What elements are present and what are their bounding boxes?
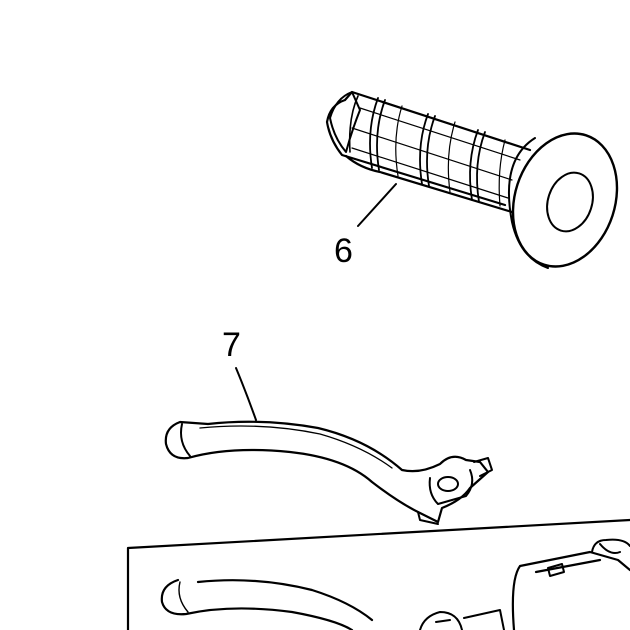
grip-nose-cap: [329, 91, 361, 153]
inset-pivot-bolt: [419, 611, 463, 630]
callout-7-leader: [235, 367, 257, 421]
grip-flange: [511, 132, 619, 268]
grip-nose-ring: [348, 95, 359, 153]
brake-lever: 7: [164, 326, 493, 525]
inset-bracket: [463, 609, 505, 630]
callout-6-leader: [357, 183, 397, 227]
lever-pivot-hole: [437, 476, 459, 492]
lever-lower-tab: [417, 511, 439, 525]
lever-pivot-block: [428, 469, 474, 505]
lever-blade-ridge: [199, 425, 393, 469]
grip-ribs: [369, 97, 486, 203]
inset-screw: [547, 563, 565, 577]
grip-flange-hole: [546, 171, 594, 233]
lever-adjuster-pin: [473, 457, 493, 477]
assembly-inset: [126, 518, 630, 630]
handlebar-grip: [325, 90, 619, 269]
inset-cylinder-body: [511, 550, 630, 630]
callout-7-label: 7: [222, 326, 241, 364]
lever-blade-outline: [164, 420, 490, 524]
inset-lever-outline: [160, 578, 374, 630]
grip-flange-edge: [508, 137, 549, 269]
grip-pattern: [351, 105, 521, 207]
inset-frame: [126, 518, 630, 630]
inset-reservoir: [591, 538, 630, 554]
inset-lever-ball: [178, 581, 189, 613]
grip-lower-outline: [344, 154, 514, 214]
lever-ball-end: [180, 423, 191, 457]
callout-6-label: 6: [334, 232, 353, 270]
